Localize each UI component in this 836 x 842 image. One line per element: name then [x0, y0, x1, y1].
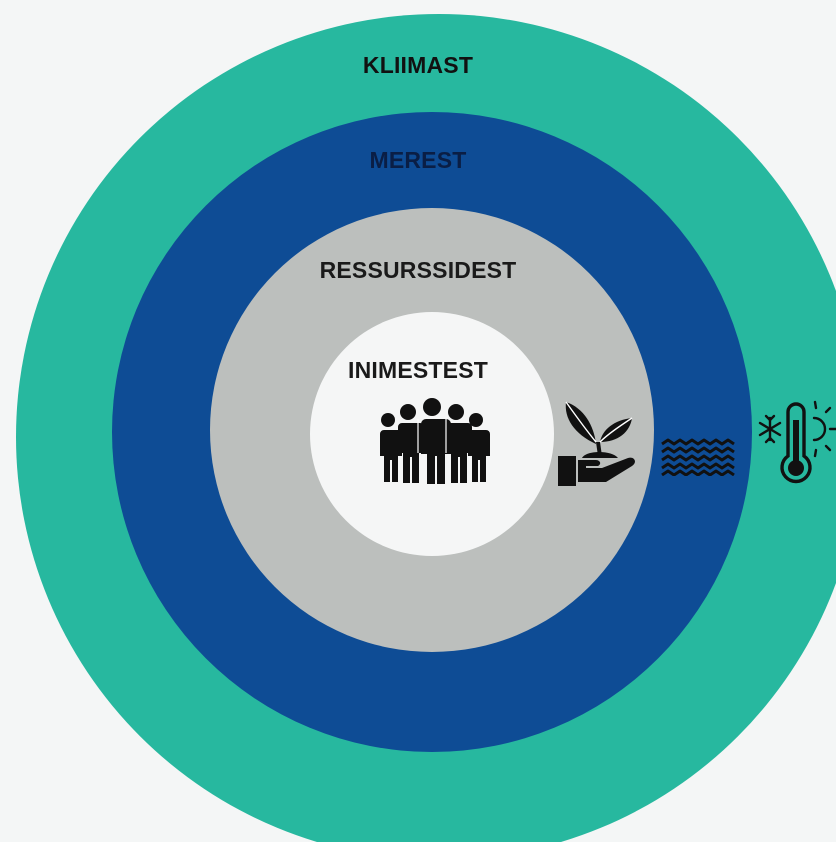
sea-label: MEREST: [369, 147, 467, 173]
people-label: INIMESTEST: [347, 357, 488, 383]
climate-label: KLIIMAST: [362, 52, 474, 78]
people-group-icon: [378, 398, 490, 484]
hand-holding-plant-icon: [558, 401, 635, 486]
resources-label: RESSURSSIDEST: [319, 257, 517, 283]
water-waves-icon: [661, 438, 735, 476]
thermometer-weather-icon: [758, 400, 836, 484]
